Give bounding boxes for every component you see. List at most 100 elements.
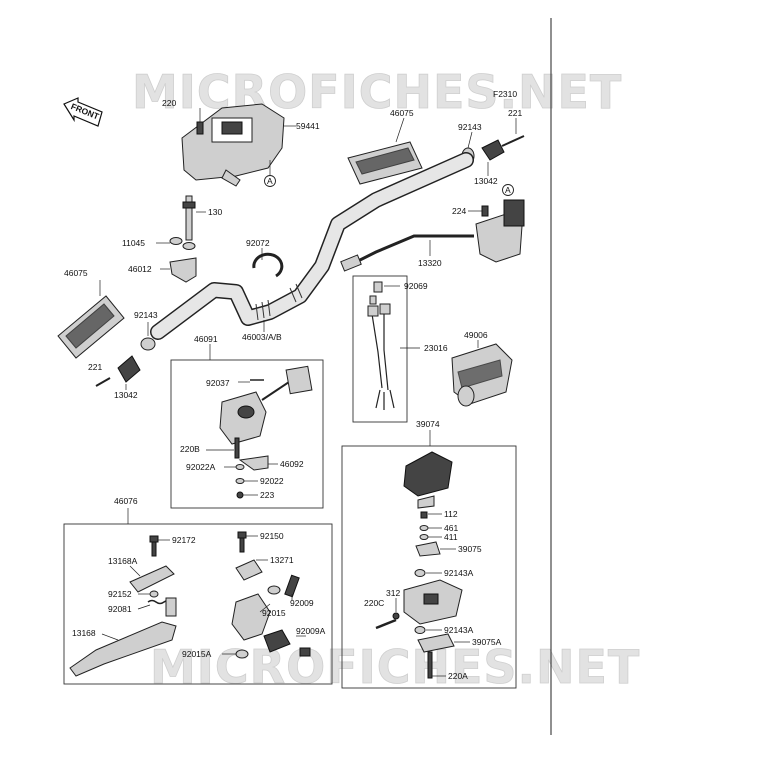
label-92143-left: 92143: [134, 310, 158, 320]
label-59441: 59441: [296, 121, 320, 131]
clip-112-upper-icon: [417, 495, 435, 509]
label-13271: 13271: [270, 555, 294, 565]
bracket-13168a-icon: [129, 565, 175, 593]
label-46012: 46012: [128, 264, 152, 274]
label-39075a: 39075A: [472, 637, 502, 647]
bolt-92172-icon: [149, 535, 159, 543]
label-220c: 220C: [364, 598, 384, 608]
label-46092: 46092: [280, 459, 304, 469]
switch-cover-39074-part: [403, 451, 453, 497]
watermark-bottom: MICROFICHES.NET: [150, 640, 640, 694]
label-223: 223: [260, 490, 274, 500]
label-11045: 11045: [122, 238, 145, 248]
label-92009a: 92009A: [296, 626, 326, 636]
washer-92015-icon: [267, 585, 281, 595]
collar-92143a-upper-icon: [414, 569, 426, 577]
label-13042-top: 13042: [474, 176, 498, 186]
bar-end-13042-top-icon: [481, 139, 505, 161]
ref-a-circle-top: [264, 175, 276, 187]
grip-left-part: [57, 295, 125, 359]
bracket-13271-icon: [235, 559, 263, 581]
bolt-130-icon: [185, 195, 193, 241]
washer-92022-icon: [235, 478, 245, 484]
screw-221-left-icon: [95, 377, 111, 387]
screw-112-icon: [420, 511, 428, 519]
label-23016: 23016: [424, 343, 448, 353]
clamp-92072-icon: [252, 252, 284, 278]
nut-312-icon: [392, 612, 400, 620]
label-220b: 220B: [180, 444, 200, 454]
label-13042-left: 13042: [114, 390, 138, 400]
label-220: 220: [162, 98, 176, 108]
label-46003: 46003/A/B: [242, 332, 282, 342]
label-92172: 92172: [172, 535, 196, 545]
label-92022a: 92022A: [186, 462, 216, 472]
lever-46092-icon: [238, 455, 269, 471]
switch-housing-46091-part: [219, 365, 313, 445]
switch-39074-box: [341, 445, 517, 689]
bar-end-13042-left-icon: [117, 355, 141, 383]
label-92143a-upper: 92143A: [444, 568, 474, 578]
switch-base-39074-part: [403, 579, 463, 625]
label-46075-left: 46075: [64, 268, 88, 278]
label-112: 112: [444, 509, 458, 519]
label-92081: 92081: [108, 604, 132, 614]
label-92069: 92069: [404, 281, 428, 291]
bolt-92150-icon: [237, 531, 247, 539]
washer-11045-icon: [169, 237, 183, 245]
label-13168: 13168: [72, 628, 96, 638]
washer-92022a-icon: [235, 464, 245, 470]
label-46075-top: 46075: [390, 108, 414, 118]
housing-49006-part: [451, 343, 513, 407]
lever-46076-box: [63, 523, 333, 685]
label-92037: 92037: [206, 378, 230, 388]
label-130: 130: [208, 207, 222, 217]
throttle-housing-part: [475, 199, 525, 263]
screw-220a-icon: [427, 651, 433, 679]
label-46076: 46076: [114, 496, 138, 506]
pin-92152-icon: [149, 590, 159, 598]
screw-224-icon: [481, 205, 489, 217]
label-224: 224: [452, 206, 466, 216]
handlebar-cover-part: [181, 103, 285, 187]
front-arrow-icon: FRONT: [63, 97, 103, 127]
label-39074: 39074: [416, 419, 440, 429]
lever-13168-part: [69, 621, 177, 677]
label-312: 312: [386, 588, 400, 598]
holder-46012-icon: [169, 257, 197, 283]
washer-92015a-icon: [235, 649, 249, 659]
label-92143a-lower: 92143A: [444, 625, 474, 635]
ref-a-circle-right: [502, 184, 514, 196]
harness-23016-box: [352, 275, 408, 423]
screw-220b-icon: [234, 437, 240, 459]
label-49006: 49006: [464, 330, 488, 340]
switch-46091-box: [170, 359, 324, 509]
clamp-92009a-icon: [263, 629, 291, 653]
screw-221-top-icon: [501, 135, 525, 147]
nut-223-icon: [236, 491, 244, 499]
label-92072: 92072: [246, 238, 270, 248]
screw-220c-icon: [375, 618, 397, 630]
switch-39075-icon: [415, 541, 441, 557]
label-39075: 39075: [458, 544, 482, 554]
washer-411-icon: [419, 534, 429, 540]
washer-461-icon: [419, 525, 429, 531]
label-92143-top: 92143: [458, 122, 482, 132]
collar-92143a-lower-icon: [414, 626, 426, 634]
master-cylinder-part: [231, 593, 271, 641]
grip-right-top-part: [347, 141, 423, 185]
label-221-top: 221: [508, 108, 522, 118]
label-92022: 92022: [260, 476, 284, 486]
collar-92143-left-icon: [140, 337, 156, 351]
label-13320: 13320: [418, 258, 442, 268]
label-92009: 92009: [290, 598, 314, 608]
label-411: 411: [444, 532, 458, 542]
label-92015a: 92015A: [182, 649, 212, 659]
label-221-left: 221: [88, 362, 102, 372]
ref-a-label-top: A: [267, 176, 273, 186]
wire-harness-part: [371, 312, 395, 410]
label-220a: 220A: [448, 671, 468, 681]
ref-a-label-right: A: [505, 185, 511, 195]
bolt-92009-icon: [284, 574, 300, 598]
